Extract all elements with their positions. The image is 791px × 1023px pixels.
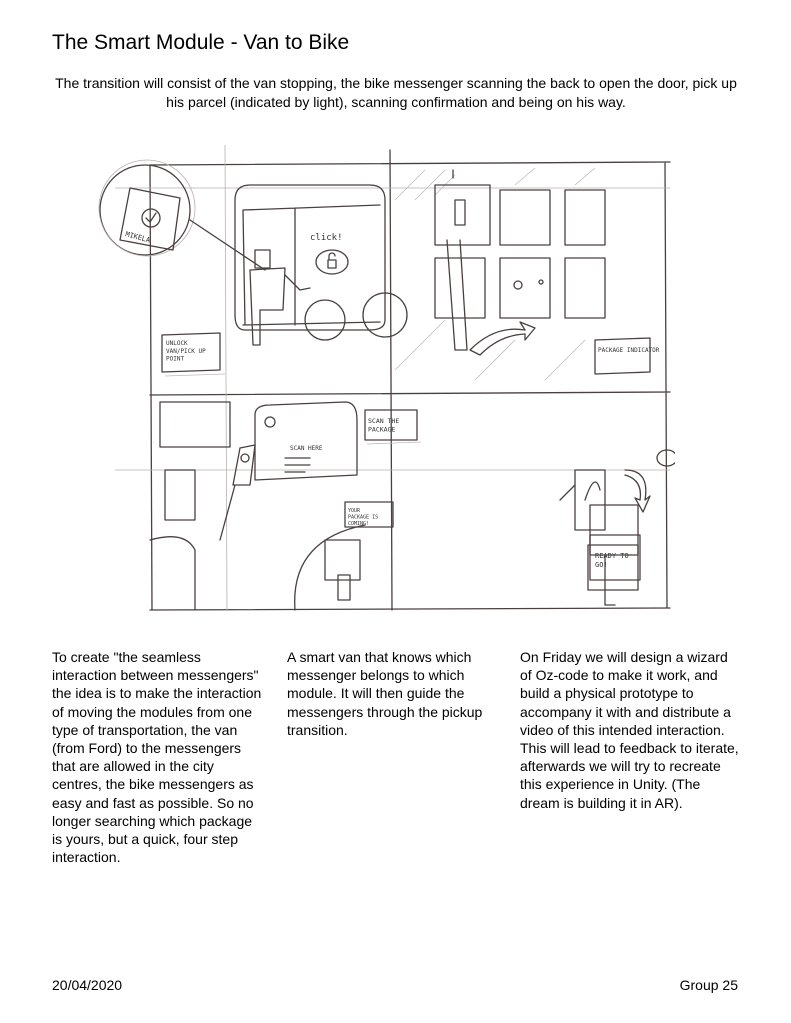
text-column-smart-van: A smart van that knows which messenger b… (287, 649, 483, 738)
panel2-caption: PACKAGE INDICATOR (598, 347, 660, 354)
click-sound: click! (310, 233, 343, 243)
text-column-plan: On Friday we will design a wizard of Oz-… (520, 649, 739, 811)
panel-package-indicator: PACKAGE INDICATOR (394, 167, 660, 381)
footer-group: Group 25 (679, 977, 738, 993)
text-column-concept: To create "the seamless interaction betw… (52, 649, 262, 866)
page-title: The Smart Module - Van to Bike (52, 31, 350, 54)
badge-name: MIKELA (124, 230, 151, 244)
scan-here-label: SCAN HERE (290, 445, 323, 452)
footer-date: 20/04/2020 (52, 977, 123, 993)
intro-paragraph: The transition will consist of the van s… (55, 75, 737, 110)
storyboard-grid (115, 144, 671, 611)
